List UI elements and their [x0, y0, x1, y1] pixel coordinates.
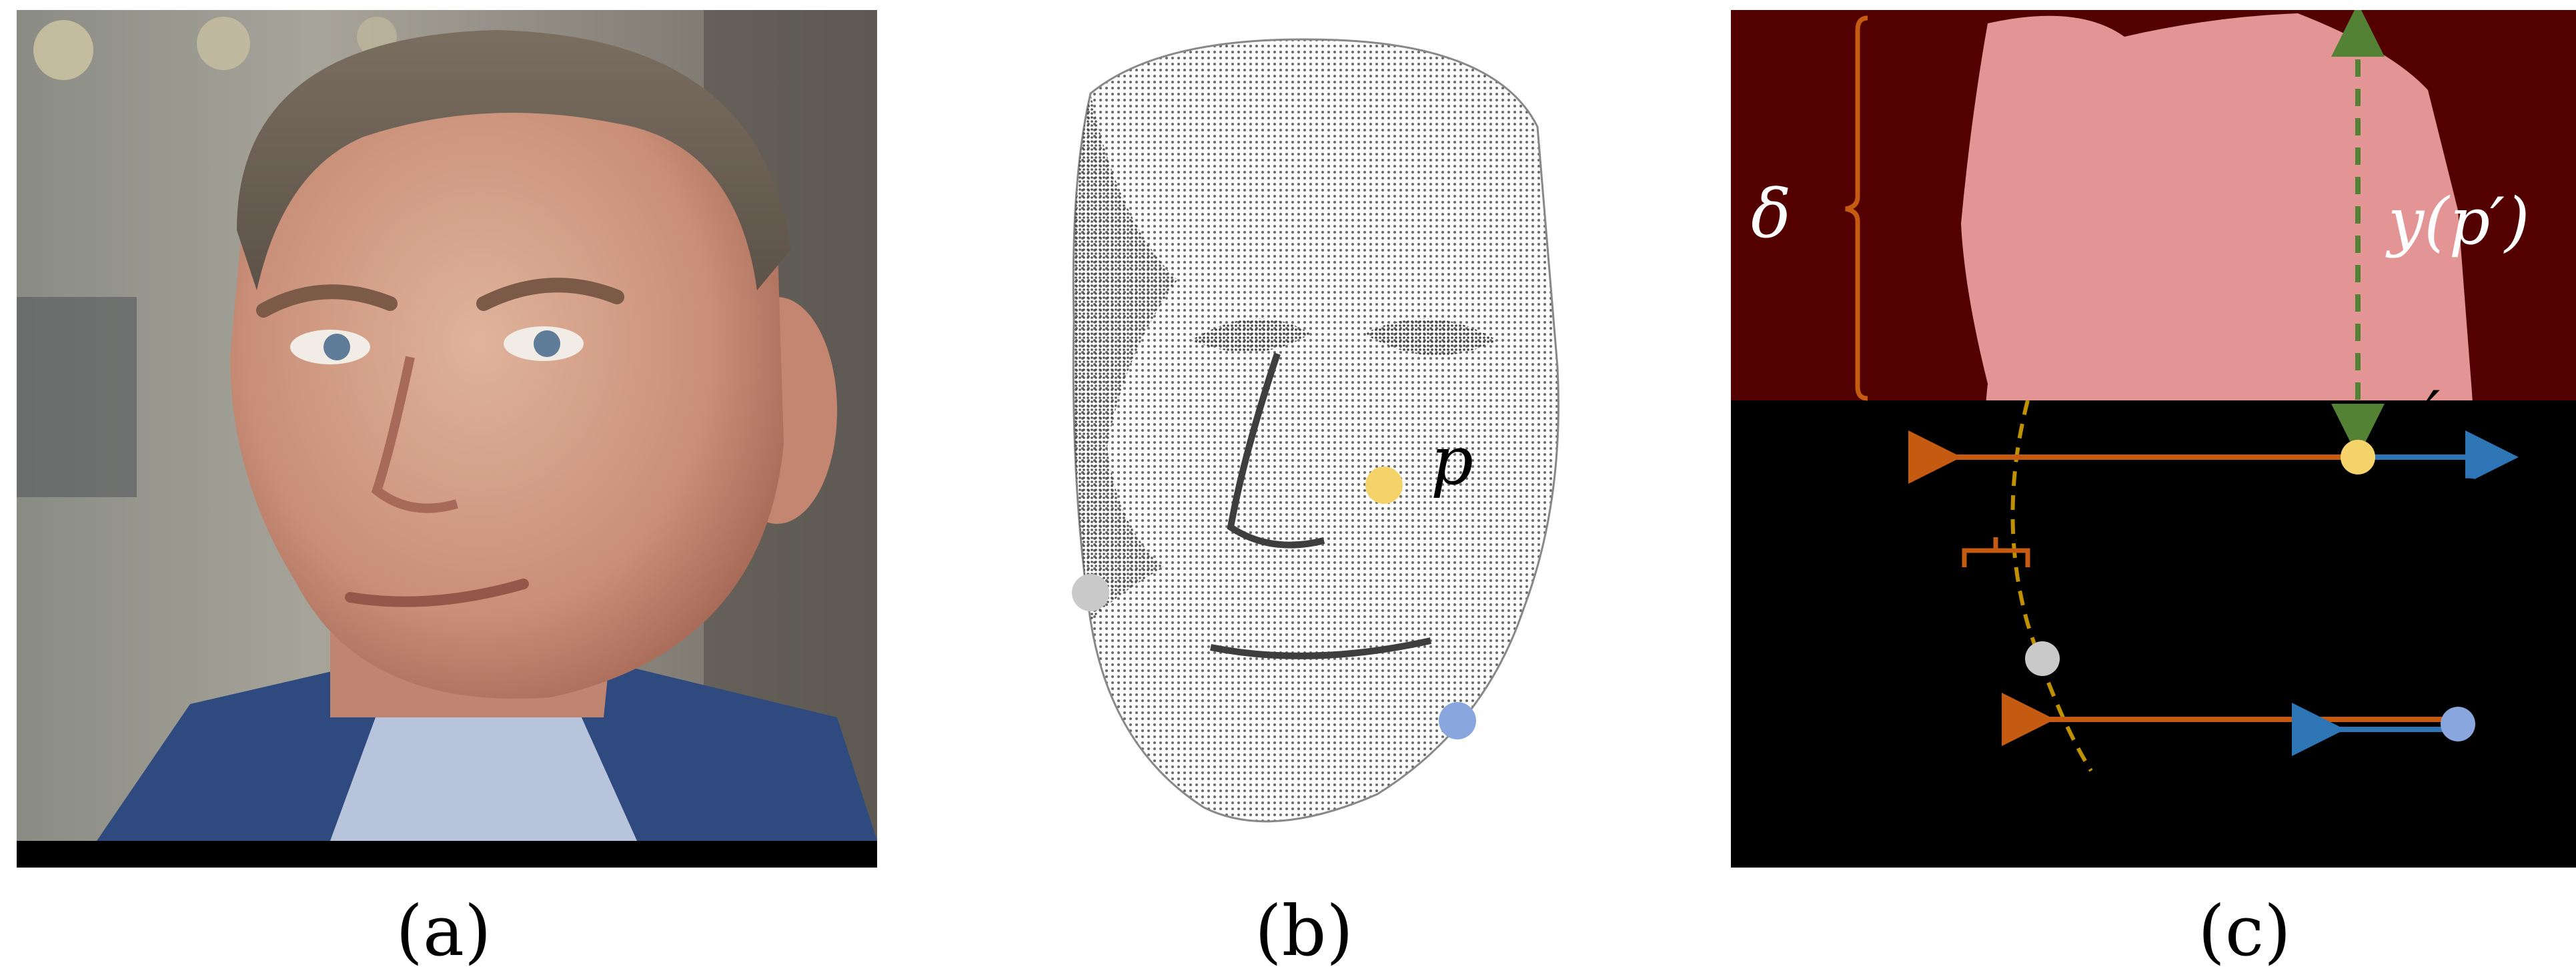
lambda-label: λ — [1973, 575, 2013, 645]
face-photo — [17, 10, 877, 868]
point-cloud-panel: p — [991, 20, 1571, 888]
face-point-cloud: p — [991, 20, 1571, 888]
r-p-main: r — [2431, 448, 2475, 535]
mask-diagram: δ y(p′) p′ lp rp λ — [1731, 10, 2576, 868]
r-p-subscript: p — [2470, 490, 2503, 545]
l-p-subscript: p — [2232, 517, 2265, 572]
blue-point-marker — [1439, 702, 1476, 739]
gray-point-marker-c — [2025, 641, 2060, 676]
p-prime-label: p′ — [2385, 378, 2440, 452]
point-p-marker — [1365, 466, 1403, 504]
point-p-prime-marker — [2341, 440, 2375, 474]
caption-b: (b) — [1171, 894, 1437, 968]
y-p-prime-label: y(p′) — [2385, 184, 2529, 259]
face-photo-panel — [17, 10, 877, 868]
caption-a: (a) — [310, 894, 577, 968]
l-p-main: l — [2204, 475, 2232, 561]
delta-label: δ — [1751, 175, 1791, 253]
mask-diagram-panel: δ y(p′) p′ lp rp λ — [1731, 10, 2576, 868]
caption-c: (c) — [2111, 894, 2378, 968]
blue-point-marker-c — [2441, 707, 2475, 741]
gray-point-marker — [1072, 574, 1109, 611]
point-p-label: p — [1431, 422, 1473, 500]
